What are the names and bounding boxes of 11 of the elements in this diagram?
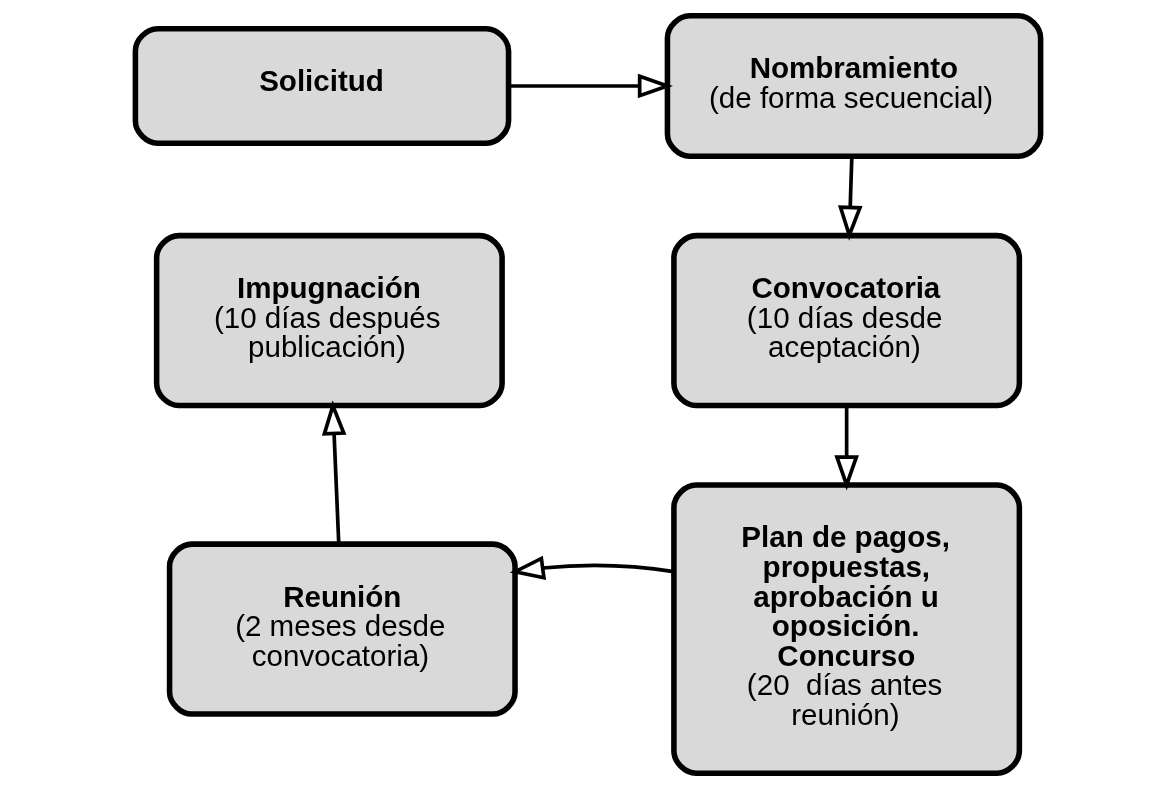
arrow (508, 73, 673, 99)
node-box: Convocatoria (10 días desde aceptación) (670, 232, 1022, 409)
arrow (837, 156, 863, 241)
node-box: Nombramiento (de forma secuencial) (664, 13, 1043, 159)
arrow (833, 405, 859, 491)
node-box: Reunión (2 meses desde convocatoria) (166, 541, 518, 717)
node-box: Impugnación (10 días después publicación) (153, 232, 505, 409)
arrow (509, 555, 674, 581)
node-box: Solicitud (132, 25, 511, 147)
node-box: Plan de pagos, propuestas, aprobación u oposición. Concurso (20 días antes reunión) (670, 482, 1022, 776)
arrow (321, 400, 346, 545)
